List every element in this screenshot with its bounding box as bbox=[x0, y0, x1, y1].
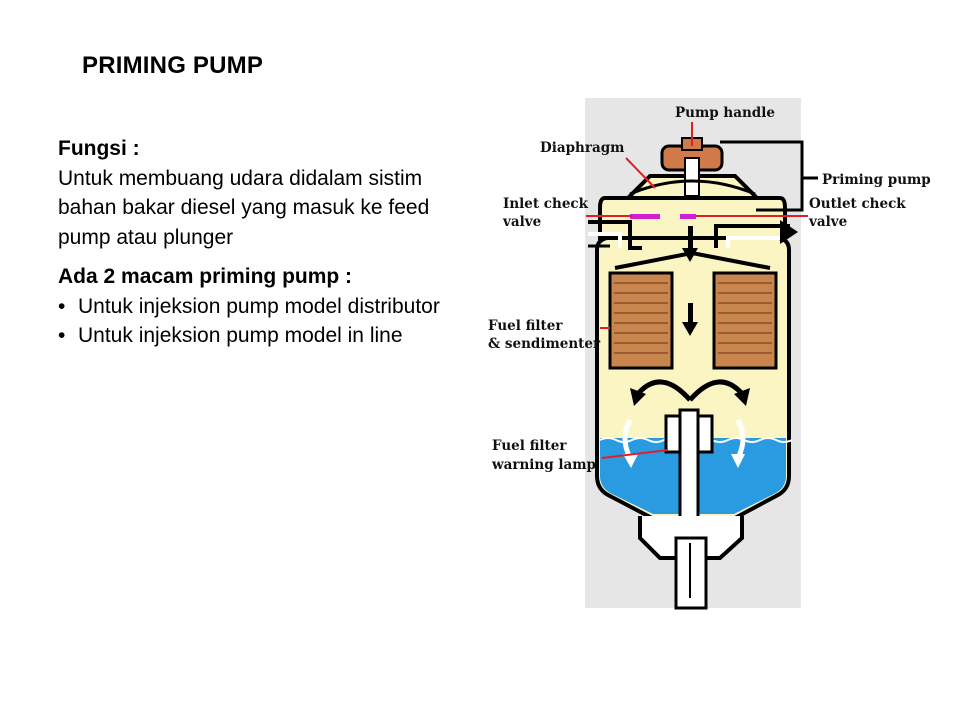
priming-pump-diagram: Pump handle Diaphragm Priming pump Inlet… bbox=[488, 98, 931, 610]
label-diaphragm: Diaphragm bbox=[540, 140, 624, 156]
outlet-valve-mark bbox=[680, 214, 696, 219]
slide-title: PRIMING PUMP bbox=[82, 52, 264, 79]
label-warning-1: Fuel filter bbox=[492, 438, 567, 454]
leader-lines bbox=[586, 122, 808, 459]
slide-body: Fungsi : Untuk membuang udara didalam si… bbox=[58, 134, 478, 351]
function-heading: Fungsi : bbox=[58, 137, 140, 160]
label-warning-2: warning lamp bbox=[491, 457, 596, 473]
type-item-distributor: Untuk injeksion pump model distributor bbox=[58, 292, 478, 322]
label-outlet-check-1: Outlet check bbox=[809, 196, 906, 212]
filter-element-right bbox=[712, 271, 778, 370]
label-pump-handle: Pump handle bbox=[675, 105, 775, 121]
label-outlet-check-2: valve bbox=[808, 214, 847, 230]
filter-element-left bbox=[608, 271, 674, 370]
outlet-pipe bbox=[714, 220, 798, 248]
type-item-inline: Untuk injeksion pump model in line bbox=[58, 321, 478, 351]
types-heading: Ada 2 macam priming pump : bbox=[58, 265, 353, 288]
inlet-pipe bbox=[588, 220, 642, 250]
function-text: Untuk membuang udara didalam sistim baha… bbox=[58, 166, 430, 249]
label-fuel-filter-1: Fuel filter bbox=[488, 318, 563, 334]
label-inlet-check-1: Inlet check bbox=[503, 196, 589, 212]
warning-sensor bbox=[638, 408, 744, 610]
types-list: Untuk injeksion pump model distributor U… bbox=[58, 292, 478, 351]
label-inlet-check-2: valve bbox=[502, 214, 541, 230]
flow-arrows bbox=[630, 226, 750, 406]
priming-pump-bracket bbox=[720, 140, 804, 212]
outlet-flow-arrow bbox=[780, 220, 798, 244]
pump-handle-knob bbox=[660, 137, 724, 197]
label-fuel-filter-2: & sendimenter bbox=[488, 336, 601, 352]
label-priming-pump: Priming pump bbox=[822, 172, 931, 188]
diaphragm bbox=[629, 179, 756, 196]
inlet-valve-mark bbox=[630, 214, 660, 219]
